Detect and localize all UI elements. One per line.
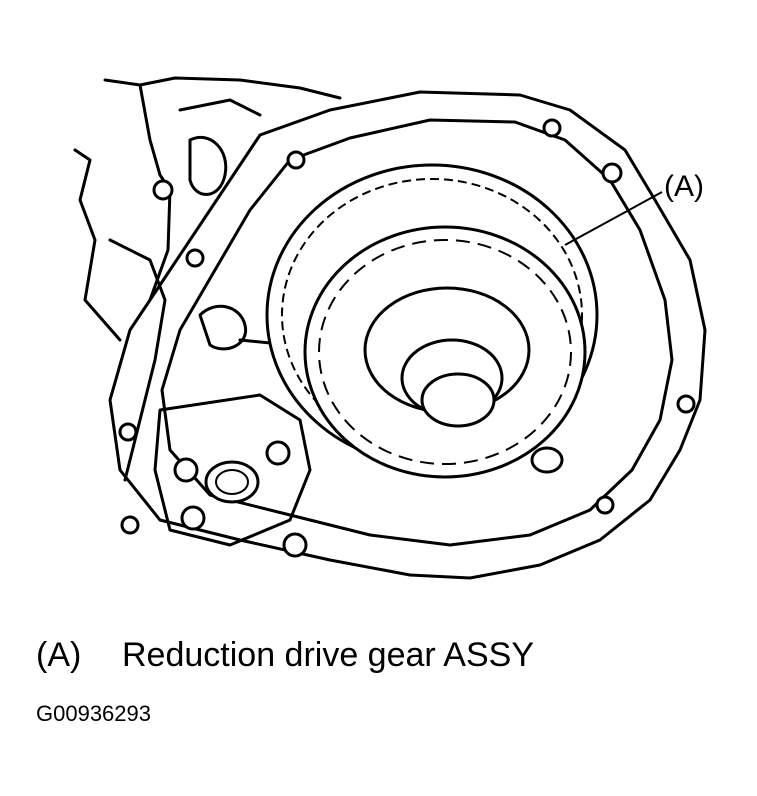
legend-key: (A) (36, 636, 82, 674)
callout-leader-line (564, 191, 663, 246)
lower-boss-bolts (153, 304, 312, 558)
background-housing (73, 76, 342, 482)
case-flange (108, 90, 707, 580)
legend-text: Reduction drive gear ASSY (122, 636, 535, 674)
figure-id: G00936293 (36, 701, 151, 726)
callout-label-a: (A) (664, 170, 704, 203)
reduction-drive-gear (265, 163, 599, 479)
legend: (A) Reduction drive gear ASSY (36, 636, 534, 675)
transmission-case-illustration (73, 76, 707, 580)
